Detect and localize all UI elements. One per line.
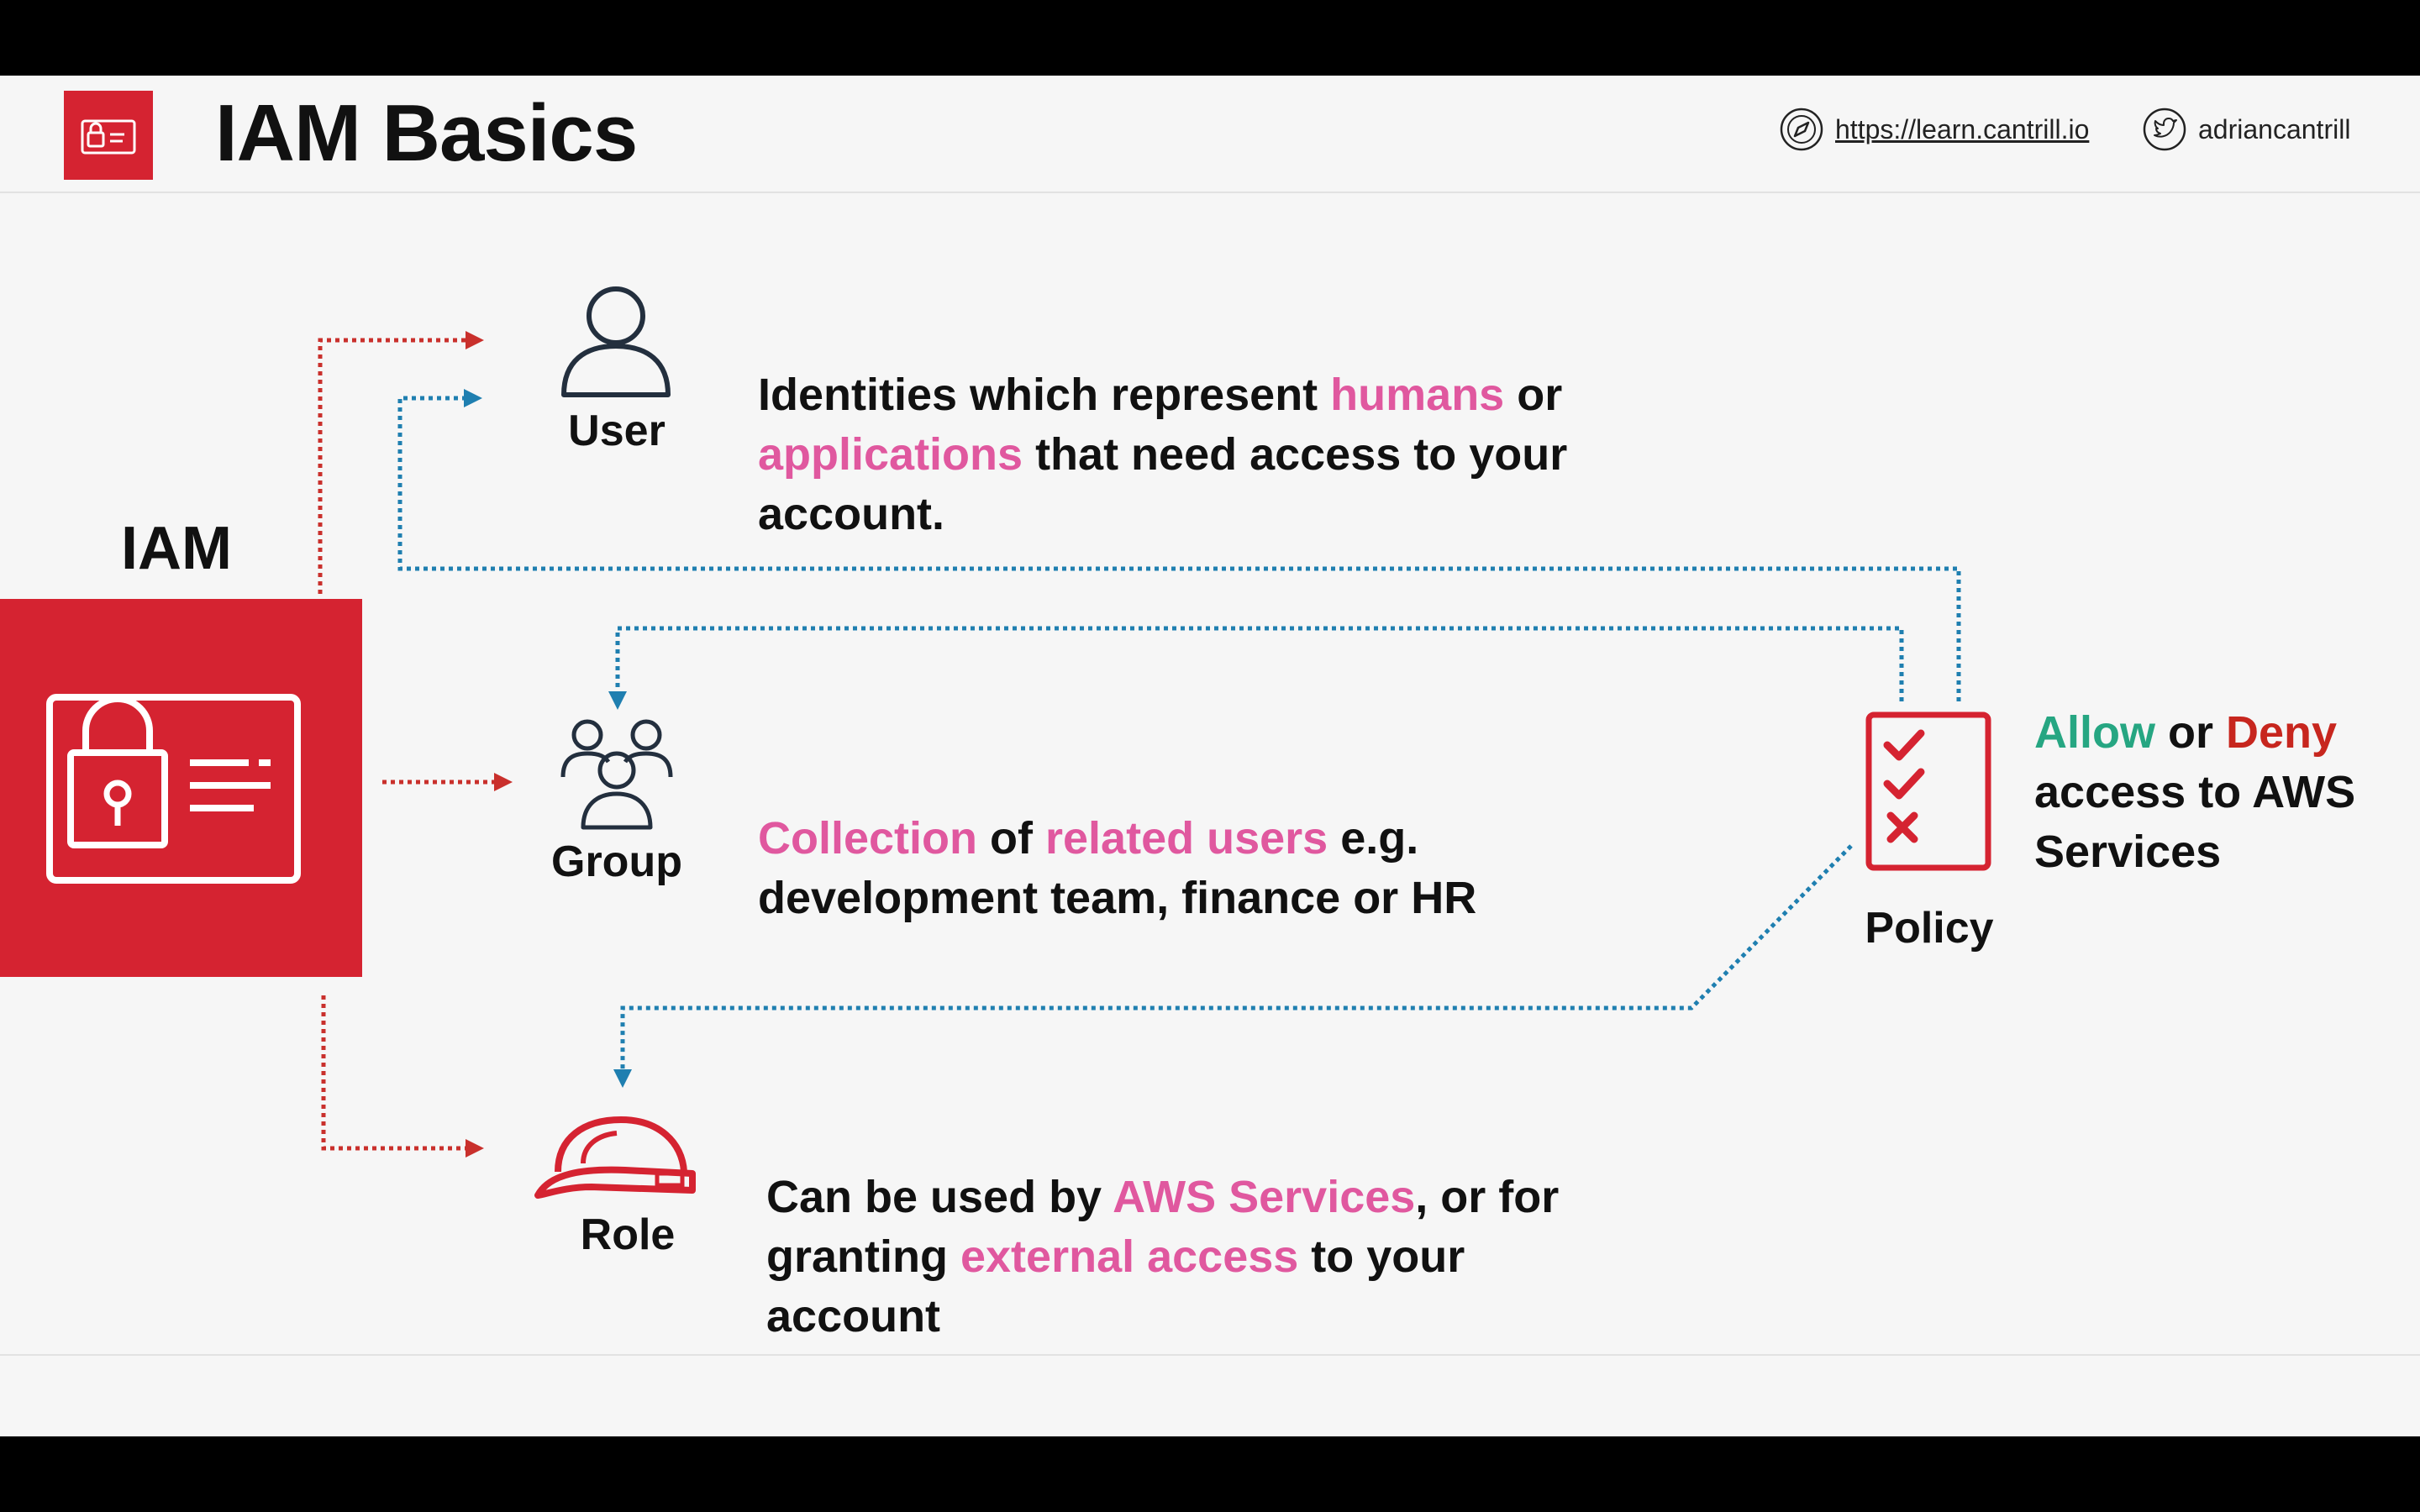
group-description: Collection of related users e.g. develop…	[758, 809, 1682, 928]
twitter-icon	[2143, 108, 2186, 151]
group-desc-text: development team, finance or HR	[758, 873, 1477, 923]
allow-text: Allow	[2034, 707, 2155, 758]
iam-to-role-arrow	[321, 995, 467, 1151]
header: IAM Basics https://learn.cantrill.io adr…	[0, 76, 2420, 193]
group-icon	[560, 718, 674, 832]
highlight-humans: humans	[1330, 370, 1505, 420]
website-link[interactable]: https://learn.cantrill.io	[1780, 104, 2089, 155]
role-label: Role	[580, 1210, 676, 1259]
policy-desc-text: or	[2155, 707, 2227, 758]
user-icon	[560, 286, 672, 399]
role-desc-text: to your	[1298, 1231, 1465, 1282]
iam-icon	[0, 599, 362, 977]
iam-logo-icon	[64, 91, 153, 180]
highlight-collection: Collection	[758, 813, 978, 864]
role-description: Can be used by AWS Services, or for gran…	[766, 1168, 1691, 1347]
role-desc-text: account	[766, 1291, 941, 1341]
group-label: Group	[551, 837, 682, 886]
policy-checklist-icon	[1865, 711, 1991, 871]
role-hardhat-icon	[533, 1113, 701, 1205]
website-url[interactable]: https://learn.cantrill.io	[1835, 113, 2090, 144]
twitter-username: adriancantrill	[2198, 113, 2351, 144]
connector-lines	[318, 331, 1961, 1158]
deny-text: Deny	[2226, 707, 2338, 758]
slide: IAM Basics https://learn.cantrill.io adr…	[0, 76, 2420, 1436]
user-desc-text: that need access to your	[1023, 429, 1568, 480]
group-desc-text: of	[977, 813, 1045, 864]
role-desc-text: , or for	[1415, 1172, 1560, 1222]
highlight-related-users: related users	[1045, 813, 1328, 864]
highlight-aws-services: AWS Services	[1113, 1172, 1416, 1222]
footer-divider	[0, 1354, 2420, 1356]
role-desc-text: granting	[766, 1231, 960, 1282]
role-desc-text: Can be used by	[766, 1172, 1113, 1222]
twitter-handle[interactable]: adriancantrill	[2143, 104, 2350, 155]
user-desc-text: Identities which represent	[758, 370, 1331, 420]
policy-description: Allow or Deny access to AWS Services	[2034, 703, 2404, 882]
group-desc-text: e.g.	[1328, 813, 1419, 864]
user-desc-text: account.	[758, 489, 945, 539]
page-title: IAM Basics	[215, 88, 638, 178]
user-label: User	[568, 407, 666, 455]
highlight-applications: applications	[758, 429, 1023, 480]
compass-icon	[1780, 108, 1823, 151]
iam-to-user-arrow	[318, 338, 467, 594]
policy-desc-text: access to AWS	[2034, 767, 2356, 817]
policy-to-user-arrow	[397, 396, 1961, 701]
policy-desc-text: Services	[2034, 827, 2222, 877]
highlight-external-access: external access	[960, 1231, 1299, 1282]
policy-to-role-arrow	[620, 844, 1853, 1071]
policy-label: Policy	[1865, 904, 1994, 953]
iam-label: IAM	[121, 515, 232, 582]
policy-to-group-arrow	[615, 626, 1904, 701]
user-description: Identities which represent humans or app…	[758, 365, 1682, 544]
user-desc-text: or	[1504, 370, 1563, 420]
